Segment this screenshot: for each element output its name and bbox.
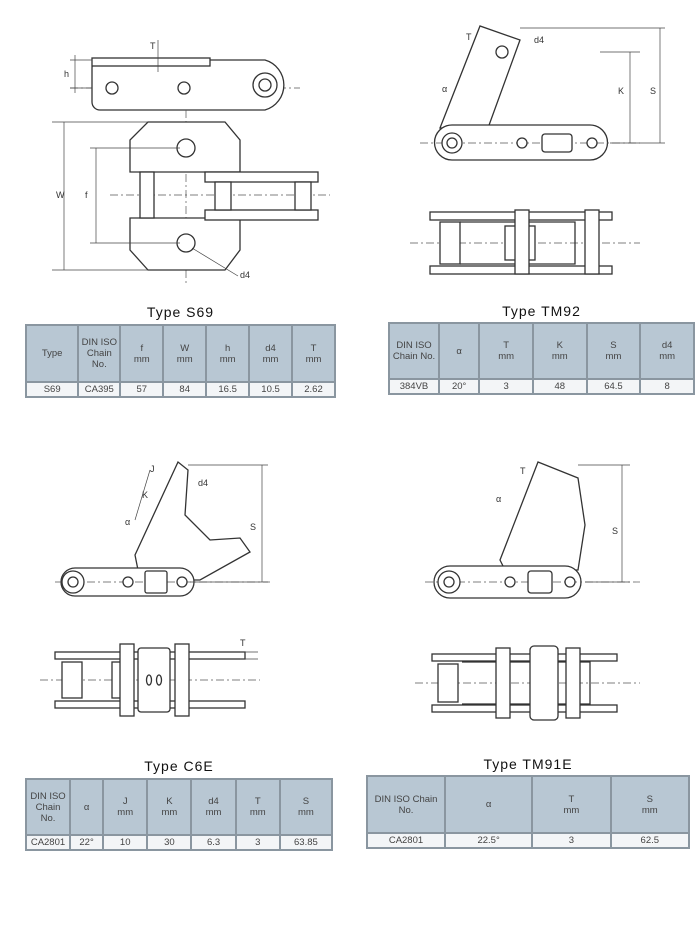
cell: CA2801 xyxy=(25,834,71,851)
cell: 30 xyxy=(146,834,193,851)
c6e-drawing: J K α d4 S T xyxy=(40,460,270,717)
cell: S69 xyxy=(24,381,80,398)
s69-title: Type S69 xyxy=(146,304,215,320)
header-cell: Type xyxy=(24,324,80,383)
dim-label-s: S xyxy=(250,522,256,532)
cell: 84 xyxy=(162,381,208,398)
dim-label-s: S xyxy=(612,526,618,536)
tm92-title: Type TM92 xyxy=(502,303,581,319)
dim-label-t: T xyxy=(466,32,472,42)
cell: 64.5 xyxy=(585,378,642,395)
header-cell: DIN ISO Chain No. xyxy=(388,322,440,380)
cell: 62.5 xyxy=(609,832,691,849)
cell: 6.3 xyxy=(190,834,237,851)
cell: 63.85 xyxy=(278,834,334,851)
header-cell: DIN ISO Chain No. xyxy=(25,778,71,836)
tm91e-title: Type TM91E xyxy=(483,756,573,772)
cell: 16.5 xyxy=(205,381,251,398)
cell: CA2801 xyxy=(366,832,446,849)
dim-label-h: h xyxy=(64,69,69,79)
cell: 22° xyxy=(68,834,105,851)
dim-label-f: f xyxy=(85,190,88,200)
cell: 3 xyxy=(531,832,612,849)
cell: 2.62 xyxy=(291,381,336,398)
dim-label-s: S xyxy=(650,86,656,96)
dim-label-k: K xyxy=(618,86,624,96)
cell: 8 xyxy=(639,378,695,395)
dim-label-alpha: α xyxy=(442,84,447,94)
dim-label-alpha: α xyxy=(125,517,130,527)
header-cell: DIN ISO Chain No. xyxy=(366,775,446,834)
dim-label-t: T xyxy=(150,41,156,51)
tm92-drawing: T d4 α K S xyxy=(410,25,665,275)
header-cell: α xyxy=(437,322,481,380)
cell: 22.5° xyxy=(443,832,534,849)
cell: 3 xyxy=(478,378,534,395)
dim-label-j: J xyxy=(150,464,155,474)
header-cell: α xyxy=(68,778,105,836)
cell: 10.5 xyxy=(248,381,294,398)
tm91e-drawing: T α S xyxy=(415,461,640,721)
cell: 384VB xyxy=(388,378,440,395)
dim-label-d4: d4 xyxy=(198,478,208,488)
cell: 20° xyxy=(437,378,481,395)
c6e-title: Type C6E xyxy=(144,758,214,774)
cell: 48 xyxy=(531,378,588,395)
dim-label-d4: d4 xyxy=(534,35,544,45)
cell: 3 xyxy=(234,834,281,851)
dim-label-t: T xyxy=(520,466,526,476)
header-cell: α xyxy=(443,775,534,834)
s69-drawing: h T W f d4 xyxy=(52,40,330,285)
cell: CA395 xyxy=(77,381,122,398)
dim-label-alpha: α xyxy=(496,494,501,504)
dim-label-d4: d4 xyxy=(240,270,250,280)
dim-label-t: T xyxy=(240,638,246,648)
header-cell: DIN ISO Chain No. xyxy=(77,324,122,383)
cell: 10 xyxy=(102,834,149,851)
cell: 57 xyxy=(119,381,165,398)
dim-label-k: K xyxy=(142,490,148,500)
dim-label-w: W xyxy=(56,190,65,200)
